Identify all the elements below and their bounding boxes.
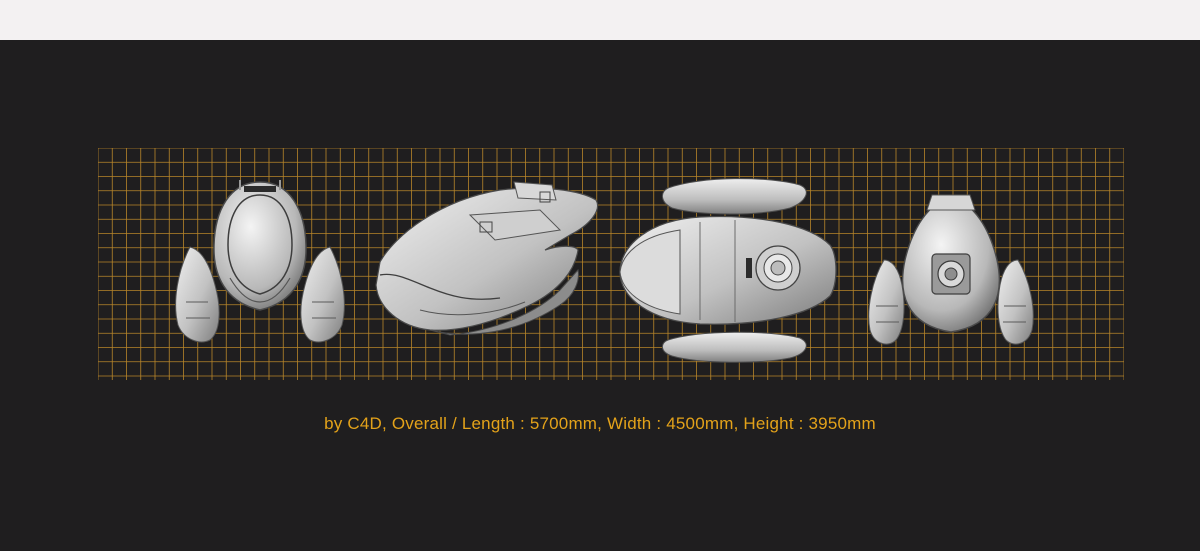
perspective-view	[375, 181, 599, 336]
top-bar	[0, 0, 1200, 40]
top-view	[619, 178, 837, 363]
front-view	[175, 180, 345, 343]
rear-view	[868, 194, 1034, 345]
model-views	[175, 178, 1034, 363]
blueprint-panel: by C4D, Overall / Length : 5700mm, Width…	[0, 40, 1200, 551]
dimensions-caption: by C4D, Overall / Length : 5700mm, Width…	[324, 414, 876, 433]
